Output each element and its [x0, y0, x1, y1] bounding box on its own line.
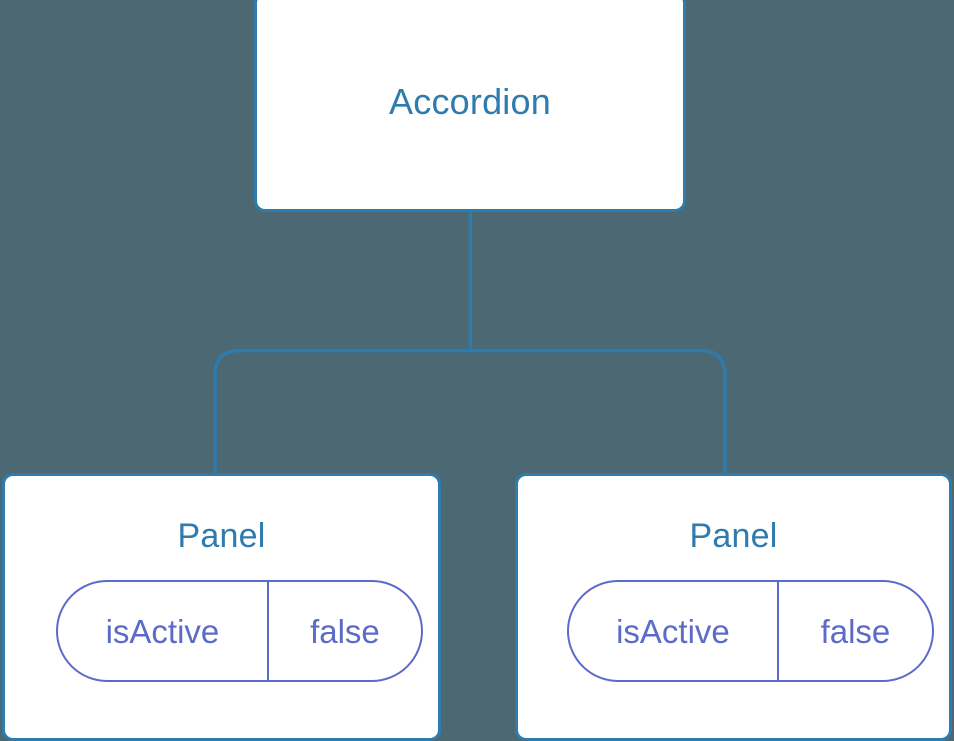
node-panel-2-prop-key: isActive: [569, 582, 780, 681]
connector-branch-left: [213, 348, 471, 476]
node-panel-1[interactable]: Panel isActive false: [2, 473, 441, 741]
connector-branch-right: [470, 348, 727, 476]
node-panel-2-title: Panel: [689, 517, 778, 555]
node-panel-1-prop-pill[interactable]: isActive false: [56, 580, 423, 683]
node-panel-1-title: Panel: [177, 517, 266, 555]
node-panel-1-prop-value: false: [310, 612, 380, 650]
node-panel-2-prop-value: false: [820, 612, 891, 650]
node-panel-2[interactable]: Panel isActive false: [515, 473, 952, 741]
node-accordion[interactable]: Accordion: [254, 0, 686, 212]
node-panel-2-prop-pill[interactable]: isActive false: [566, 580, 934, 683]
node-accordion-title: Accordion: [389, 81, 551, 123]
node-panel-1-prop-key: isActive: [58, 582, 269, 681]
